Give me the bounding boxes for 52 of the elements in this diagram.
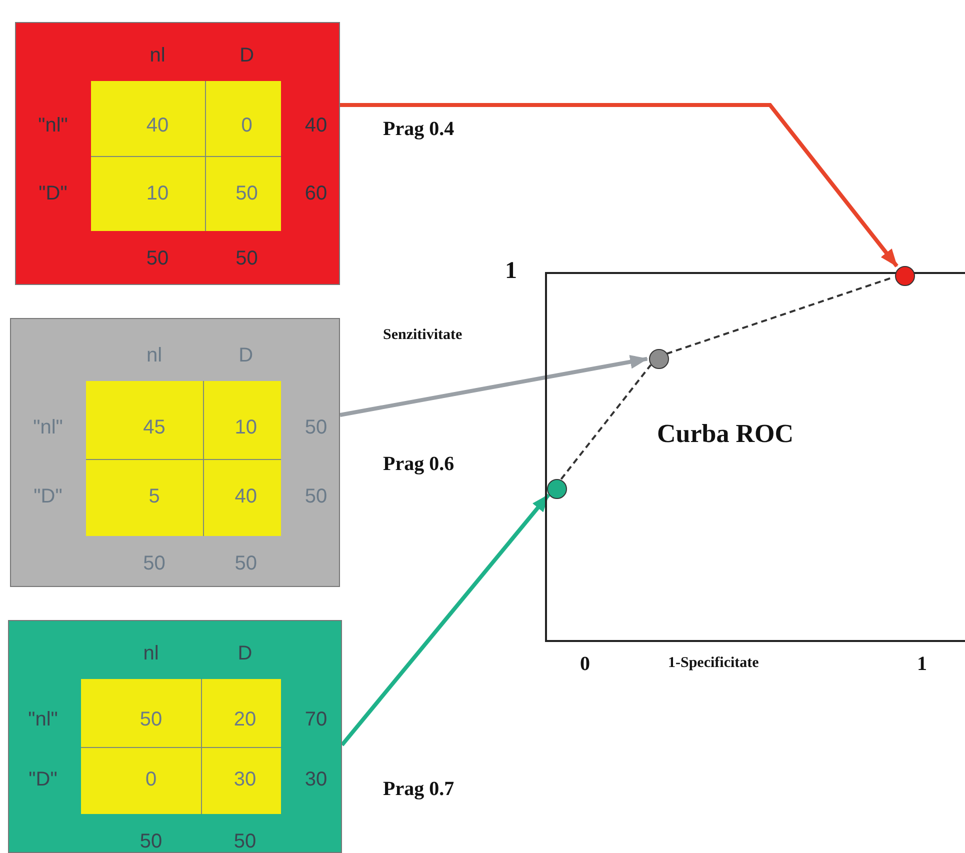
matrix-value: 50 (140, 708, 162, 731)
row-header: "nl" (38, 114, 68, 138)
column-total: 50 (236, 248, 258, 270)
axis-tick-label: 1 (505, 258, 517, 285)
plot-title: Curba ROC (657, 419, 794, 449)
column-header: D (240, 44, 254, 68)
column-total: 50 (140, 830, 162, 853)
curve-point (649, 349, 669, 369)
row-header: "nl" (33, 416, 63, 439)
matrix-value: 0 (145, 768, 157, 792)
matrix-value: 45 (143, 416, 166, 439)
matrix-value: 40 (234, 486, 258, 509)
row-header: "D" (34, 486, 62, 509)
row-total: 30 (304, 768, 328, 792)
row-total: 60 (304, 182, 328, 205)
matrix-value: 0 (241, 114, 252, 138)
matrix-value: 10 (146, 182, 169, 205)
column-header: D (238, 642, 252, 666)
arrow (340, 354, 648, 417)
column-header: nl (150, 44, 166, 68)
matrix-value: 5 (148, 486, 160, 509)
axis-label: Senzitivitate (383, 327, 462, 344)
column-total: 50 (143, 552, 166, 576)
row-header: "nl" (28, 708, 58, 731)
column-header: D (238, 344, 254, 368)
row-total: 40 (304, 114, 328, 138)
curve-point (895, 266, 915, 286)
row-total: 50 (304, 486, 328, 509)
column-header: nl (143, 642, 159, 666)
dashed-curve-line (560, 364, 652, 480)
arrow (340, 493, 550, 746)
column-total: 50 (146, 248, 169, 270)
row-total: 70 (304, 708, 328, 731)
curve-point (547, 479, 567, 499)
confusion-matrix-panel (10, 318, 340, 587)
matrix-value: 10 (234, 416, 258, 439)
axis-tick-label: 0 (580, 653, 590, 676)
row-header: "D" (38, 182, 68, 205)
row-header: "D" (28, 768, 58, 792)
axis-tick-label: 1 (917, 653, 927, 676)
matrix-value: 30 (234, 768, 256, 792)
matrix-value: 50 (236, 182, 258, 205)
column-total: 50 (234, 830, 256, 853)
row-total: 50 (304, 416, 328, 439)
axis-label: 1-Specificitate (668, 655, 759, 672)
matrix-value: 20 (234, 708, 256, 731)
confusion-matrix-panel (15, 22, 340, 285)
arrow (340, 103, 898, 268)
matrix-value: 40 (146, 114, 169, 138)
column-total: 50 (234, 552, 258, 576)
confusion-matrix-panel (8, 620, 342, 853)
column-header: nl (146, 344, 162, 368)
